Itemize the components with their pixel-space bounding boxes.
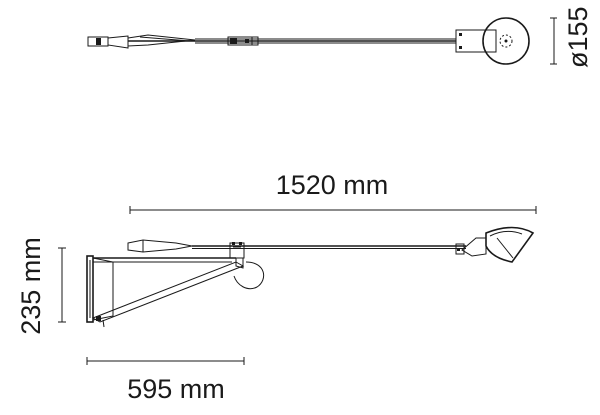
wall-bracket xyxy=(91,257,245,328)
top-view-pivot xyxy=(227,36,259,46)
top-view-lamp-head xyxy=(455,17,530,65)
wall-depth-dimension xyxy=(86,357,245,365)
height-dimension xyxy=(58,247,66,323)
arm-length-dimension xyxy=(129,206,537,214)
side-arm xyxy=(192,245,466,249)
side-lamp-head xyxy=(455,226,535,263)
side-pivot xyxy=(229,242,245,259)
top-view-counterweight xyxy=(127,34,196,47)
height-label: 235 mm xyxy=(16,237,46,335)
wall-depth-label: 595 mm xyxy=(127,374,225,404)
top-view-wall-bracket xyxy=(87,35,129,49)
arm-length-label: 1520 mm xyxy=(276,170,389,200)
side-view: 1520 mm xyxy=(16,170,537,404)
cable-loop xyxy=(233,261,265,290)
top-view: ø155 xyxy=(87,6,593,68)
wall-plate xyxy=(86,255,94,323)
diameter-label: ø155 xyxy=(563,6,593,68)
side-counterweight xyxy=(127,239,193,253)
diameter-dimension xyxy=(550,17,557,65)
